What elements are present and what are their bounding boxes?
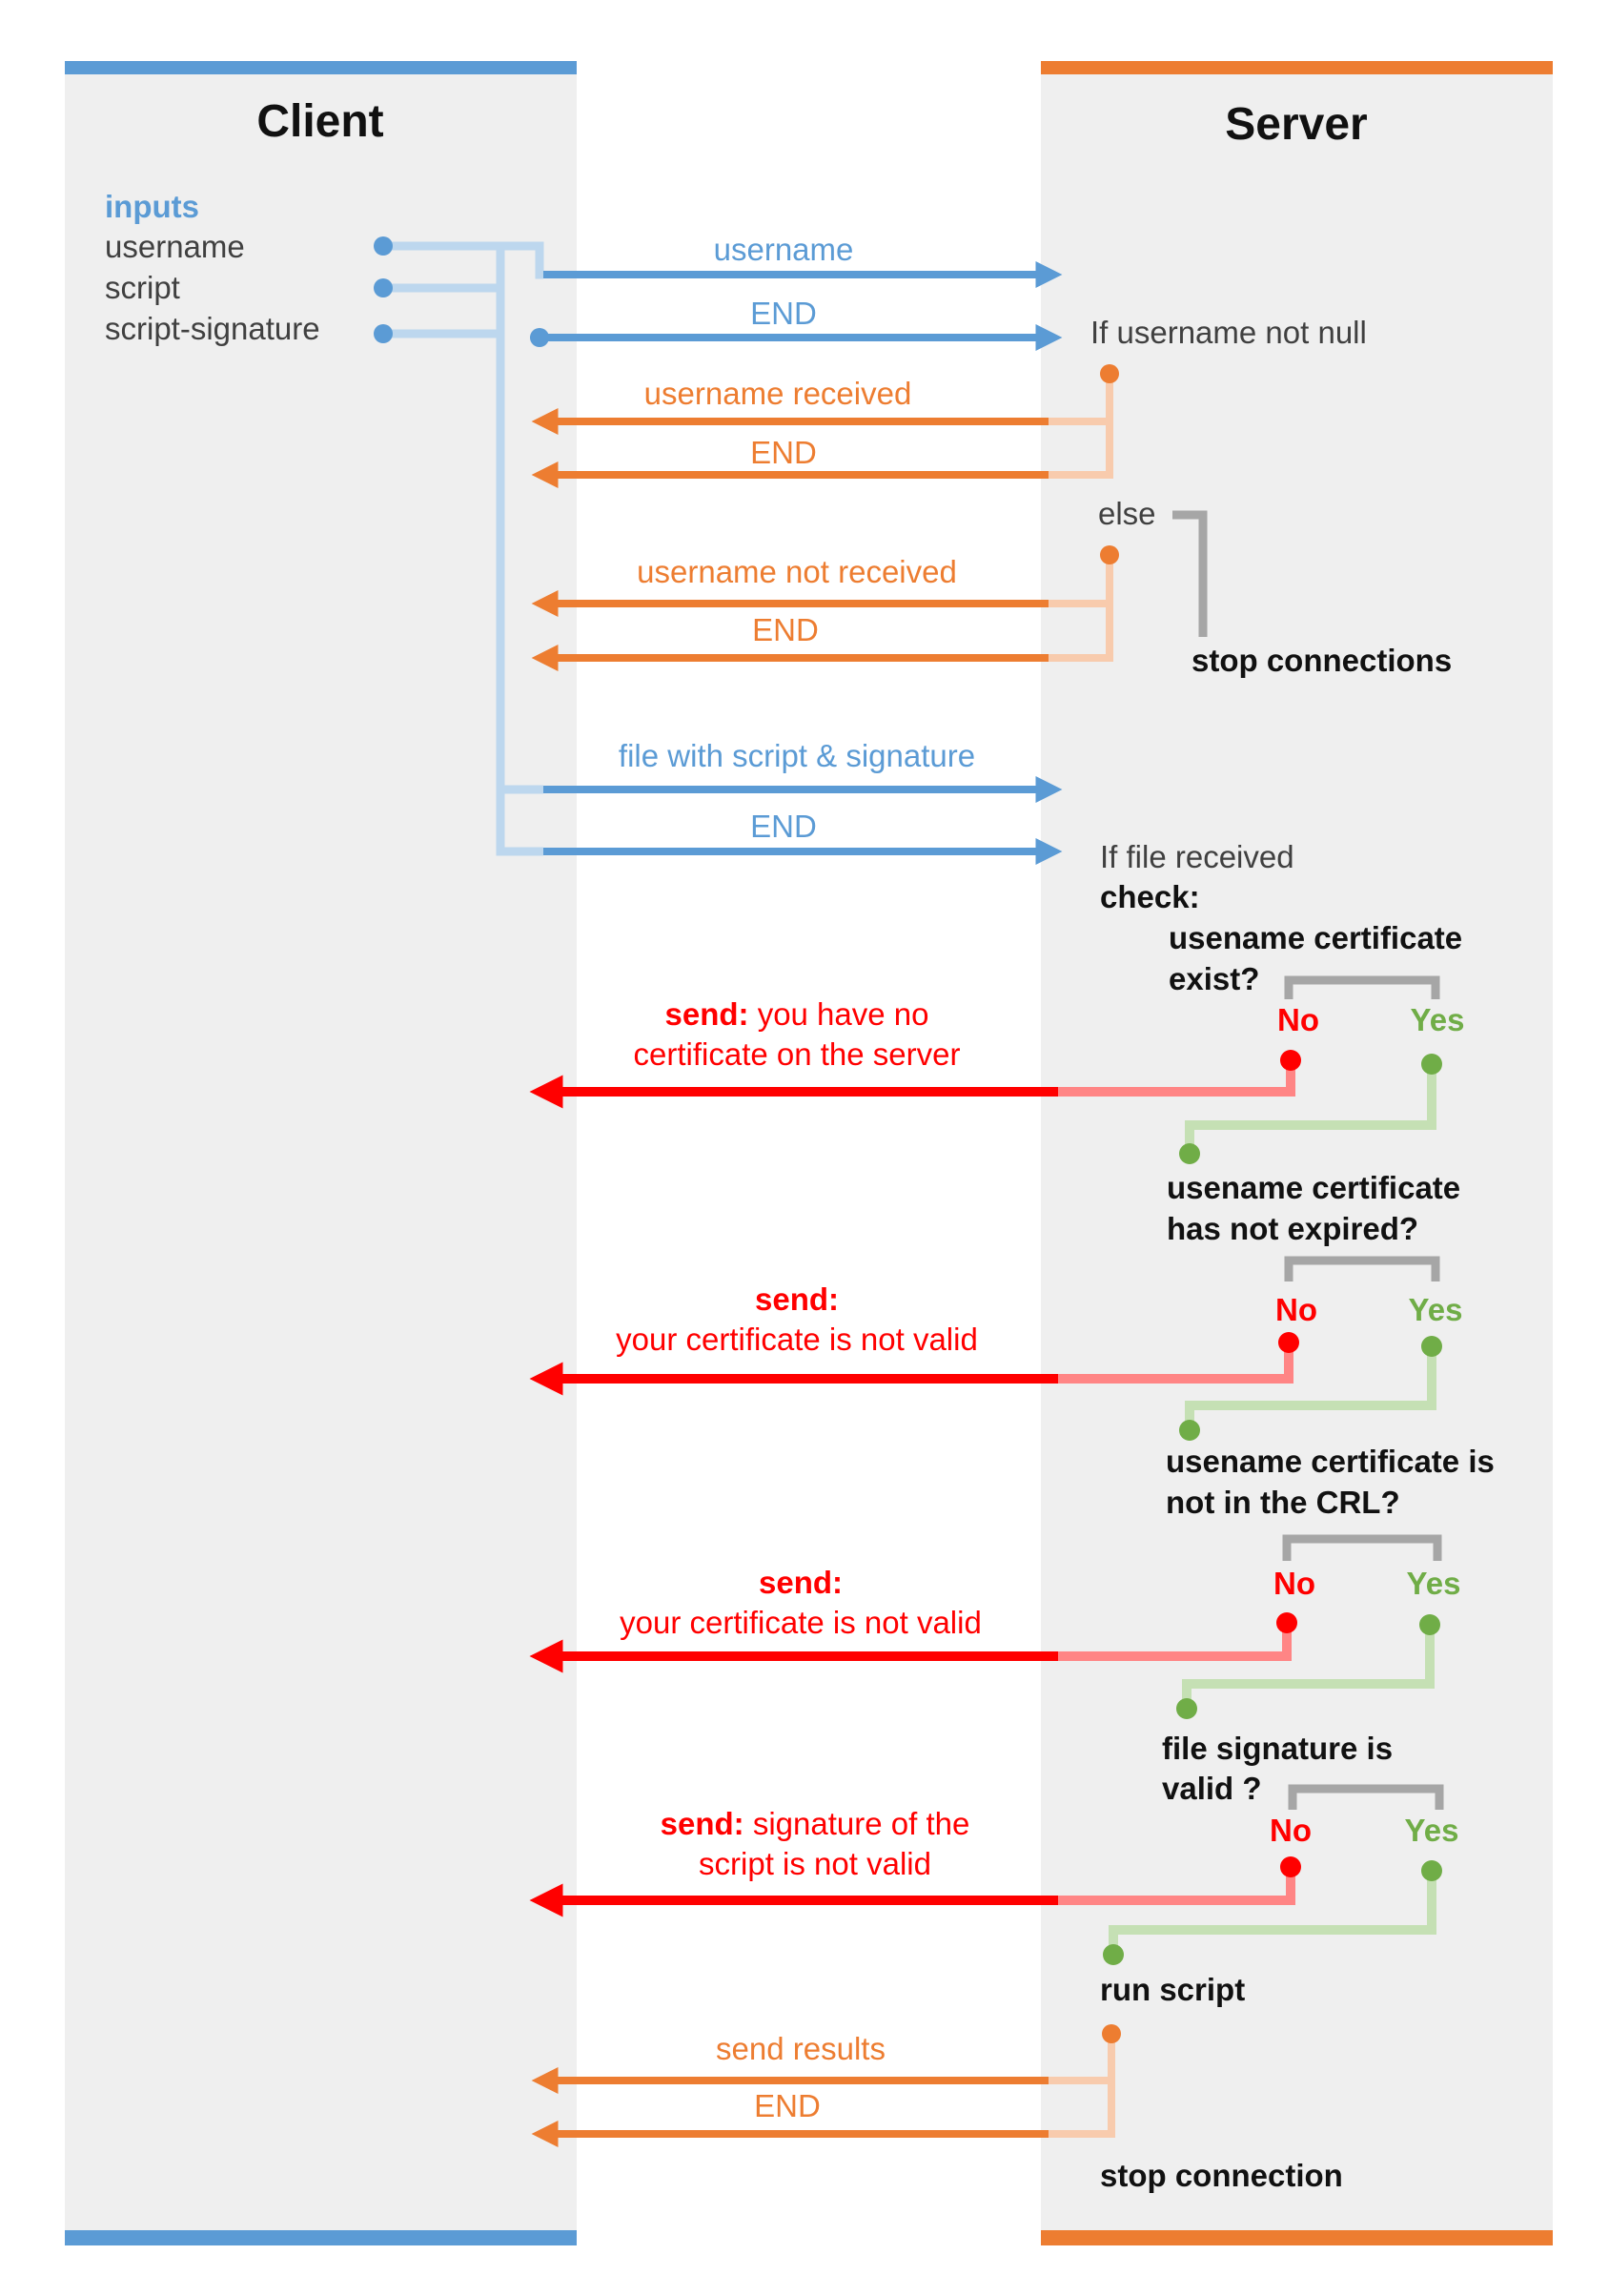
else-bracket xyxy=(1172,510,1208,637)
run-script: run script xyxy=(1100,1972,1245,2007)
client-title: Client xyxy=(256,96,383,147)
cond4-no-dot xyxy=(1280,1856,1301,1877)
cond2-yes: Yes xyxy=(1409,1292,1463,1327)
cond2-bracket xyxy=(1284,1256,1440,1281)
send-keyword: send: xyxy=(665,996,749,1032)
cond1-bracket xyxy=(1284,975,1440,999)
input-script-dot xyxy=(374,278,393,297)
msg-no-certificate-line2: certificate on the server xyxy=(634,1036,961,1072)
cond2-line1: usename certificate xyxy=(1167,1170,1460,1205)
msg-cert-not-valid-1: your certificate is not valid xyxy=(616,1322,978,1357)
cond3-line1: usename certificate is xyxy=(1166,1444,1495,1479)
cond2-no-wiring xyxy=(1054,1343,1293,1384)
cond4-no: No xyxy=(1270,1813,1312,1848)
cond4-no-wiring xyxy=(1054,1867,1295,1905)
cond4-entry-dot xyxy=(1176,1698,1197,1719)
msg-username: username xyxy=(714,232,854,267)
cond3-yes: Yes xyxy=(1407,1566,1461,1601)
username-received-wiring xyxy=(1049,374,1113,479)
cond3-line2: not in the CRL? xyxy=(1166,1485,1400,1520)
inputs-title: inputs xyxy=(105,189,199,224)
msg-no-certificate-rest: you have no xyxy=(758,996,929,1032)
if-file-received: If file received xyxy=(1100,839,1294,874)
msg-end-5: END xyxy=(754,2088,821,2123)
send-keyword-4: send: xyxy=(661,1806,744,1841)
cond1-line1: usename certificate xyxy=(1169,920,1462,955)
cond4-line2: valid ? xyxy=(1162,1771,1262,1806)
cond1-yes-wiring xyxy=(1185,1064,1436,1154)
cond2-line2: has not expired? xyxy=(1167,1211,1418,1246)
input-username-dot xyxy=(374,236,393,256)
input-script: script xyxy=(105,270,180,305)
cond3-yes-dot xyxy=(1419,1614,1440,1635)
cond3-no-wiring xyxy=(1054,1623,1292,1661)
msg-signature-rest: signature of the xyxy=(753,1806,970,1841)
server-lane-bottom-bar xyxy=(1041,2230,1553,2245)
msg-send-keyword-2: send: xyxy=(755,1281,839,1317)
cond2-entry-dot xyxy=(1179,1143,1200,1164)
cond1-no: No xyxy=(1277,1002,1319,1037)
msg-cert-not-valid-2: your certificate is not valid xyxy=(620,1605,982,1640)
cond4-yes: Yes xyxy=(1405,1813,1459,1848)
run-script-dot xyxy=(1103,1944,1124,1965)
input-username: username xyxy=(105,229,245,264)
client-input-wiring xyxy=(383,241,544,856)
cond3-entry-dot xyxy=(1179,1420,1200,1441)
cond4-yes-dot xyxy=(1421,1860,1442,1881)
cond2-yes-dot xyxy=(1421,1336,1442,1357)
msg-signature-line2: script is not valid xyxy=(699,1846,931,1881)
cond3-bracket xyxy=(1282,1534,1442,1561)
msg-send-keyword-3: send: xyxy=(759,1565,843,1600)
msg-file-with-script: file with script & signature xyxy=(619,738,975,773)
msg-end-4: END xyxy=(750,809,817,844)
username-not-received-wiring xyxy=(1049,555,1113,662)
cond4-line1: file signature is xyxy=(1162,1731,1393,1766)
msg-no-certificate-line1: send: you have no xyxy=(665,996,929,1032)
msg-end-2: END xyxy=(750,435,817,470)
cond2-no: No xyxy=(1275,1292,1317,1327)
send-results-wiring xyxy=(1049,2034,1115,2138)
server-title: Server xyxy=(1225,99,1367,150)
cond4-yes-wiring xyxy=(1109,1871,1436,1955)
cond3-no: No xyxy=(1273,1566,1315,1601)
username-not-received-dot xyxy=(1100,545,1119,564)
input-script-signature: script-signature xyxy=(105,311,320,346)
cond1-no-dot xyxy=(1280,1050,1301,1071)
cond3-no-dot xyxy=(1276,1612,1297,1633)
cond4-bracket xyxy=(1288,1784,1444,1810)
input-script-signature-dot xyxy=(374,324,393,343)
cond2-yes-wiring xyxy=(1185,1346,1436,1430)
client-lane-bottom-bar xyxy=(65,2230,577,2245)
cond1-yes-dot xyxy=(1421,1054,1442,1075)
client-lane-top-bar xyxy=(65,61,577,74)
cond1-yes: Yes xyxy=(1411,1002,1465,1037)
msg-send-results: send results xyxy=(716,2031,886,2066)
msg-username-received: username received xyxy=(644,376,912,411)
check-label: check: xyxy=(1100,879,1200,914)
cond3-yes-wiring xyxy=(1182,1625,1435,1709)
client-lane xyxy=(65,67,577,2236)
msg-end-3: END xyxy=(752,612,819,647)
msg-end-1: END xyxy=(750,296,817,331)
server-lane-top-bar xyxy=(1041,61,1553,74)
cond2-no-dot xyxy=(1278,1332,1299,1353)
if-username-not-null: If username not null xyxy=(1090,315,1367,350)
server-lane xyxy=(1041,67,1553,2236)
cond1-line2: exist? xyxy=(1169,961,1259,996)
msg-username-not-received: username not received xyxy=(637,554,957,589)
stop-connections: stop connections xyxy=(1191,643,1452,678)
username-received-dot xyxy=(1100,364,1119,383)
send-results-dot xyxy=(1102,2024,1121,2043)
else-label: else xyxy=(1098,496,1156,531)
stop-connection: stop connection xyxy=(1100,2158,1343,2193)
msg-signature-line1: send: signature of the xyxy=(661,1806,970,1841)
